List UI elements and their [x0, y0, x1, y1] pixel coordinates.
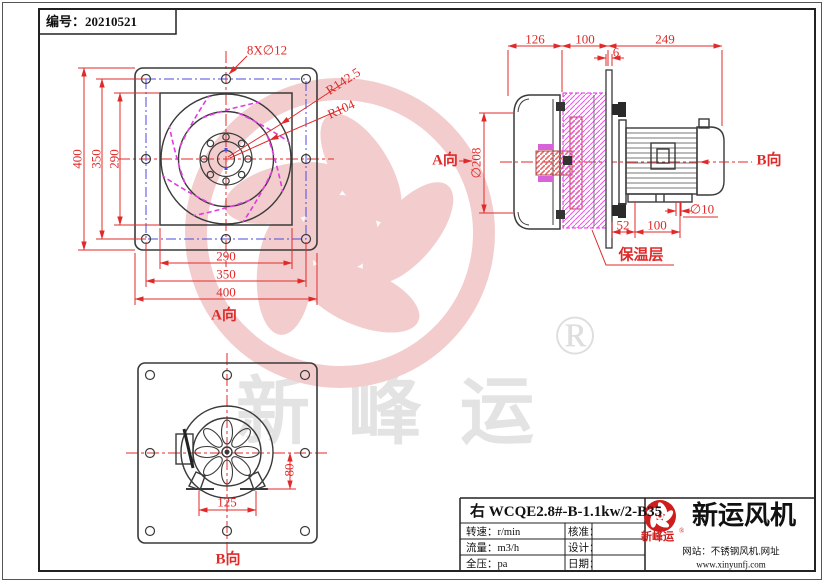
side-view-drawing [459, 43, 752, 266]
company-name: 新运风机 [692, 501, 797, 530]
company-site-line2: www.xinyunfj.com [696, 559, 766, 570]
dim-side-126: 126 [525, 31, 545, 47]
model-designation: 右 WCQE2.8#-B-1.1kw/2-B35 [470, 504, 663, 520]
row-design: 设计： [568, 543, 600, 554]
dim-foot-span-100: 100 [647, 217, 667, 233]
back-view-dimensions [198, 452, 296, 516]
dim-side-249: 249 [655, 31, 675, 47]
company-brand-text: 新峰运 [641, 531, 674, 543]
side-view-dimensions [459, 43, 752, 266]
dim-front-bottom-290: 290 [216, 248, 236, 264]
back-view-label: B向 [215, 551, 241, 568]
company-logo-icon [644, 500, 676, 532]
title-block-lines [459, 497, 815, 571]
insulation-block [556, 92, 608, 229]
dim-front-left-290: 290 [106, 149, 122, 169]
impeller-blades [162, 95, 290, 223]
dim-bolt-holes-note: 8X∅12 [246, 42, 288, 58]
inlet-bell [513, 94, 561, 230]
hub [199, 132, 253, 186]
dim-front-bottom-350: 350 [216, 266, 236, 282]
dim-inlet-diameter: ∅208 [468, 147, 484, 179]
front-view-label: A向 [211, 307, 237, 324]
row-approve: 核准： [568, 527, 600, 538]
drawing-serial-number: 编号：20210521 [46, 14, 138, 29]
dim-plate-thickness: 6 [612, 44, 620, 60]
dim-side-100: 100 [575, 31, 595, 47]
front-view-dimensions [78, 55, 345, 305]
dim-back-axis-80: 80 [281, 463, 297, 477]
watermark-registered-icon: ® [553, 305, 597, 367]
side-view-a-label: A向 [432, 152, 458, 169]
back-plate-holes [144, 369, 311, 537]
dim-foot-hole-diameter: ∅10 [689, 201, 715, 217]
company-site-line1: 网站：不锈钢风机.网址 [682, 547, 780, 558]
side-view-b-label: B向 [756, 152, 782, 169]
insulation-layer-label: 保温层 [618, 247, 664, 264]
studs [612, 102, 626, 218]
row-flow: 流量：m3/h [466, 543, 520, 554]
dim-front-left-350: 350 [88, 149, 104, 169]
motor-side [618, 118, 725, 205]
flange-bolt-holes [140, 73, 312, 245]
company-registered-icon: ® [679, 527, 685, 535]
row-speed: 转速：r/min [466, 527, 521, 538]
motor-back [175, 405, 274, 499]
dim-foot-offset-52: 52 [616, 217, 630, 233]
mounting-plate [605, 69, 613, 249]
row-pressure: 全压：pa [466, 559, 508, 570]
dim-front-left-400: 400 [69, 149, 85, 169]
front-view-drawing [78, 51, 345, 305]
watermark-brand-text: 新峰运 [236, 372, 572, 454]
row-date: 日期： [568, 559, 600, 570]
dim-front-bottom-400: 400 [216, 284, 236, 300]
dim-back-feet-125: 125 [217, 494, 237, 510]
watermark-fan-logo-icon [185, 78, 495, 388]
back-view-drawing [126, 353, 328, 558]
